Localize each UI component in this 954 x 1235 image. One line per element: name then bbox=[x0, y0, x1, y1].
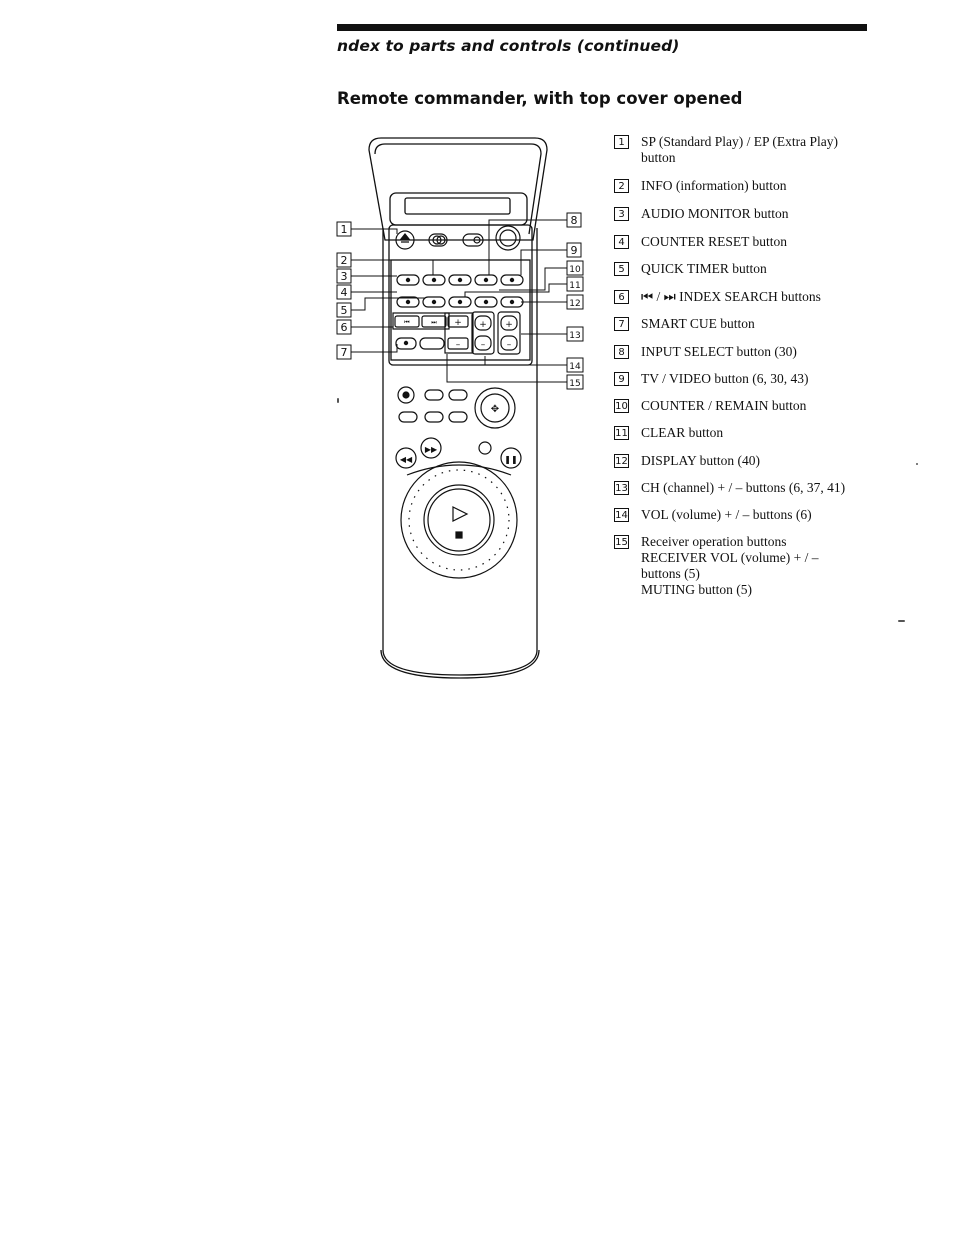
legend-number: 8 bbox=[614, 345, 629, 359]
svg-text:2: 2 bbox=[341, 254, 348, 267]
callout-13: 13 bbox=[566, 326, 584, 342]
rewind-button bbox=[395, 447, 417, 469]
legend-text: SP (Standard Play) / EP (Extra Play) but… bbox=[641, 134, 838, 165]
sp-ep-button bbox=[428, 233, 448, 247]
legend-number: 14 bbox=[614, 508, 629, 522]
top-rule bbox=[337, 24, 867, 31]
legend-text: INFO (information) button bbox=[641, 178, 787, 193]
legend-number: 4 bbox=[614, 235, 629, 249]
callout-5: 5 bbox=[336, 302, 352, 318]
svg-text:❚❚: ❚❚ bbox=[504, 455, 517, 464]
legend-text: DISPLAY button (40) bbox=[641, 453, 761, 468]
svg-text:+: + bbox=[479, 320, 487, 330]
tv-video-button bbox=[462, 233, 484, 247]
eject-button bbox=[395, 230, 415, 250]
power-button bbox=[495, 225, 521, 251]
svg-text:–: – bbox=[481, 340, 486, 350]
callout-14: 14 bbox=[566, 357, 584, 373]
legend-number: 2 bbox=[614, 179, 629, 193]
scan-speck bbox=[337, 398, 339, 403]
legend-number: 9 bbox=[614, 372, 629, 386]
svg-text:–: – bbox=[507, 340, 512, 350]
remote-commander-diagram: ⏮ ⏭ + – + – + – ✥ ◀◀ ▶▶ bbox=[336, 137, 584, 679]
legend-text: ⏮ / ⏭ INDEX SEARCH buttons bbox=[641, 289, 821, 304]
fast-forward-button bbox=[420, 437, 442, 459]
callout-15: 15 bbox=[566, 374, 584, 390]
svg-text:4: 4 bbox=[341, 286, 348, 299]
svg-text:⏭: ⏭ bbox=[431, 319, 437, 326]
callout-1: 1 bbox=[336, 221, 352, 237]
legend-number: 15 bbox=[614, 535, 629, 549]
legend-text: VOL (volume) + / – buttons (6) bbox=[641, 507, 812, 522]
legend-text: AUDIO MONITOR button bbox=[641, 206, 789, 221]
svg-text:8: 8 bbox=[571, 214, 578, 227]
legend-text: Receiver operation buttons RECEIVER VOL … bbox=[641, 534, 819, 597]
legend-text: INPUT SELECT button (30) bbox=[641, 344, 797, 359]
legend-number: 5 bbox=[614, 262, 629, 276]
svg-text:3: 3 bbox=[341, 270, 348, 283]
callout-8: 8 bbox=[566, 212, 582, 228]
callout-9: 9 bbox=[566, 242, 582, 258]
pause-button bbox=[500, 447, 522, 469]
callout-6: 6 bbox=[336, 319, 352, 335]
callout-labels: 1 2 3 4 5 6 7 8 9 10 11 12 13 14 15 bbox=[336, 212, 584, 390]
legend-text: QUICK TIMER button bbox=[641, 261, 767, 276]
legend-number: 6 bbox=[614, 290, 629, 304]
svg-text:6: 6 bbox=[341, 321, 348, 334]
svg-text:+: + bbox=[454, 318, 462, 328]
row-buttons-3: ⏮ ⏭ + – + – + – bbox=[392, 311, 521, 355]
joystick bbox=[474, 387, 516, 429]
legend-number: 7 bbox=[614, 317, 629, 331]
legend-number: 12 bbox=[614, 454, 629, 468]
legend-text: CH (channel) + / – buttons (6, 37, 41) bbox=[641, 480, 846, 495]
scan-speck bbox=[916, 463, 918, 465]
callout-10: 10 bbox=[566, 260, 584, 276]
svg-text:11: 11 bbox=[569, 281, 580, 291]
legend-number: 1 bbox=[614, 135, 629, 149]
svg-text:10: 10 bbox=[569, 265, 581, 275]
svg-text:12: 12 bbox=[569, 299, 580, 309]
scan-speck bbox=[898, 620, 905, 622]
svg-text:7: 7 bbox=[341, 346, 348, 359]
svg-text:5: 5 bbox=[341, 304, 348, 317]
shuttle-dial bbox=[400, 461, 518, 579]
svg-text:+: + bbox=[505, 320, 513, 330]
legend-number: 10 bbox=[614, 399, 629, 413]
callout-7: 7 bbox=[336, 344, 352, 360]
legend-text: SMART CUE button bbox=[641, 316, 755, 331]
callout-3: 3 bbox=[336, 268, 352, 284]
svg-text:⏮: ⏮ bbox=[404, 319, 410, 326]
legend-text: COUNTER RESET button bbox=[641, 234, 788, 249]
legend-text: CLEAR button bbox=[641, 425, 724, 440]
button-panel bbox=[388, 224, 533, 366]
svg-text:1: 1 bbox=[341, 223, 348, 236]
row-buttons-1 bbox=[396, 274, 524, 286]
svg-text:▶▶: ▶▶ bbox=[425, 445, 438, 454]
svg-text:9: 9 bbox=[571, 244, 578, 257]
leader-lines bbox=[351, 219, 567, 383]
legend-number: 3 bbox=[614, 207, 629, 221]
svg-text:◀◀: ◀◀ bbox=[400, 455, 413, 464]
remote-body bbox=[382, 228, 538, 676]
legend-number: 11 bbox=[614, 426, 629, 440]
callout-4: 4 bbox=[336, 284, 352, 300]
top-cover bbox=[368, 137, 548, 241]
svg-text:13: 13 bbox=[569, 331, 580, 341]
legend-text: COUNTER / REMAIN button bbox=[641, 398, 807, 413]
callout-11: 11 bbox=[566, 276, 584, 292]
callout-2: 2 bbox=[336, 252, 352, 268]
svg-text:–: – bbox=[456, 340, 461, 350]
callout-12: 12 bbox=[566, 294, 584, 310]
svg-text:14: 14 bbox=[569, 362, 581, 372]
section-title: Remote commander, with top cover opened bbox=[337, 89, 743, 108]
running-head: ndex to parts and controls (continued) bbox=[337, 37, 680, 55]
svg-text:15: 15 bbox=[569, 379, 580, 389]
svg-text:✥: ✥ bbox=[491, 404, 499, 415]
legend-number: 13 bbox=[614, 481, 629, 495]
remote-outline bbox=[368, 137, 548, 679]
play-button bbox=[423, 484, 495, 556]
legend-text: TV / VIDEO button (6, 30, 43) bbox=[641, 371, 809, 386]
lower-buttons: ✥ ◀◀ ▶▶ ❚❚ bbox=[395, 386, 522, 579]
